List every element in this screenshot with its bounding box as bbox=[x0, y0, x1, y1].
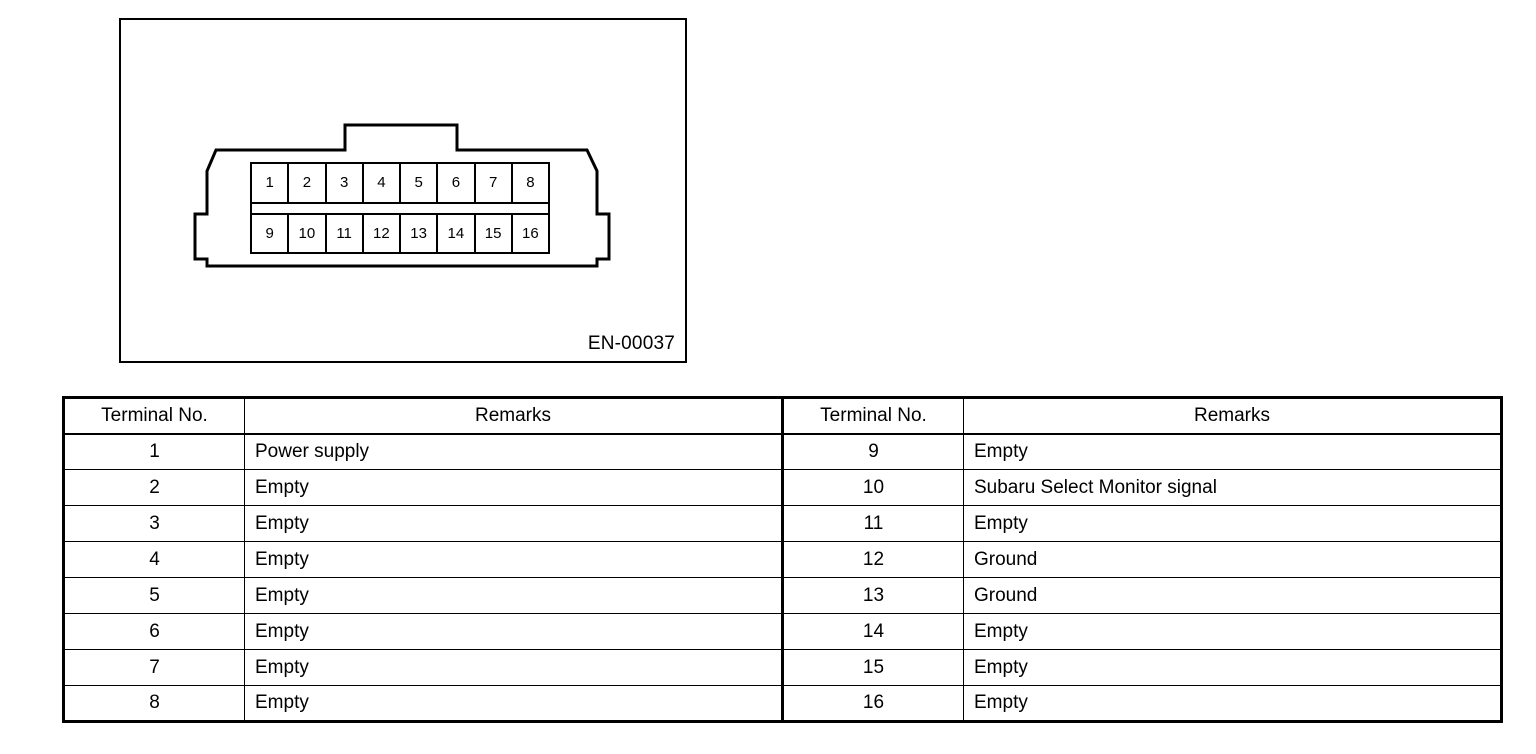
cell-remarks-right: Ground bbox=[963, 541, 1502, 578]
pin-cell-12: 12 bbox=[363, 214, 401, 252]
header-terminal-no-right: Terminal No. bbox=[781, 397, 964, 435]
pin-row-bottom: 9 10 11 12 13 14 15 16 bbox=[252, 214, 548, 252]
pin-cell-10: 10 bbox=[289, 214, 327, 252]
cell-terminal-no-left: 7 bbox=[63, 649, 245, 686]
cell-remarks-left: Empty bbox=[244, 577, 783, 614]
figure-code-label: EN-00037 bbox=[587, 333, 675, 354]
pin-cell-4: 4 bbox=[363, 164, 401, 202]
cell-terminal-no-right: 11 bbox=[781, 505, 964, 542]
pin-row-divider bbox=[252, 203, 548, 215]
pin-cell-14: 14 bbox=[438, 214, 476, 252]
cell-remarks-right: Empty bbox=[963, 613, 1502, 650]
cell-terminal-no-left: 8 bbox=[63, 685, 245, 722]
pin-cell-13: 13 bbox=[401, 214, 439, 252]
pin-cell-5: 5 bbox=[401, 164, 439, 202]
cell-terminal-no-left: 2 bbox=[63, 469, 245, 506]
cell-remarks-left: Empty bbox=[244, 685, 783, 722]
cell-remarks-right: Empty bbox=[963, 505, 1502, 542]
cell-remarks-left: Empty bbox=[244, 505, 783, 542]
connector-diagram-frame: 1 2 3 4 5 6 7 8 9 10 11 12 13 14 15 16 E… bbox=[119, 18, 687, 363]
cell-remarks-right: Empty bbox=[963, 649, 1502, 686]
cell-remarks-right: Subaru Select Monitor signal bbox=[963, 469, 1502, 506]
pin-cell-11: 11 bbox=[326, 214, 364, 252]
connector-pin-grid: 1 2 3 4 5 6 7 8 9 10 11 12 13 14 15 16 bbox=[250, 162, 550, 254]
pin-cell-7: 7 bbox=[475, 164, 513, 202]
cell-terminal-no-left: 5 bbox=[63, 577, 245, 614]
connector-outline-icon bbox=[193, 123, 611, 268]
pin-cell-9: 9 bbox=[252, 214, 290, 252]
cell-terminal-no-right: 13 bbox=[781, 577, 964, 614]
cell-remarks-right: Empty bbox=[963, 685, 1502, 722]
cell-remarks-right: Ground bbox=[963, 577, 1502, 614]
cell-terminal-no-right: 14 bbox=[781, 613, 964, 650]
table-header-row: Terminal No. Remarks Terminal No. Remark… bbox=[63, 397, 1502, 435]
pin-row-top: 1 2 3 4 5 6 7 8 bbox=[252, 164, 548, 204]
pin-cell-3: 3 bbox=[326, 164, 364, 202]
cell-remarks-left: Empty bbox=[244, 469, 783, 506]
cell-terminal-no-right: 16 bbox=[781, 685, 964, 722]
cell-terminal-no-right: 9 bbox=[781, 433, 964, 470]
pin-cell-16: 16 bbox=[512, 214, 548, 252]
cell-remarks-left: Power supply bbox=[244, 433, 783, 470]
header-terminal-no-left: Terminal No. bbox=[63, 397, 245, 435]
cell-remarks-left: Empty bbox=[244, 649, 783, 686]
header-remarks-left: Remarks bbox=[244, 397, 783, 435]
cell-remarks-left: Empty bbox=[244, 613, 783, 650]
cell-terminal-no-left: 3 bbox=[63, 505, 245, 542]
cell-terminal-no-left: 4 bbox=[63, 541, 245, 578]
cell-terminal-no-right: 12 bbox=[781, 541, 964, 578]
cell-terminal-no-left: 6 bbox=[63, 613, 245, 650]
terminal-remarks-table: Terminal No. Remarks Terminal No. Remark… bbox=[62, 396, 1503, 723]
cell-terminal-no-left: 1 bbox=[63, 433, 245, 470]
cell-terminal-no-right: 10 bbox=[781, 469, 964, 506]
pin-cell-15: 15 bbox=[475, 214, 513, 252]
pin-cell-1: 1 bbox=[252, 164, 290, 202]
cell-remarks-left: Empty bbox=[244, 541, 783, 578]
cell-terminal-no-right: 15 bbox=[781, 649, 964, 686]
pin-cell-8: 8 bbox=[512, 164, 548, 202]
cell-remarks-right: Empty bbox=[963, 433, 1502, 470]
pin-cell-2: 2 bbox=[289, 164, 327, 202]
header-remarks-right: Remarks bbox=[963, 397, 1502, 435]
pin-cell-6: 6 bbox=[438, 164, 476, 202]
